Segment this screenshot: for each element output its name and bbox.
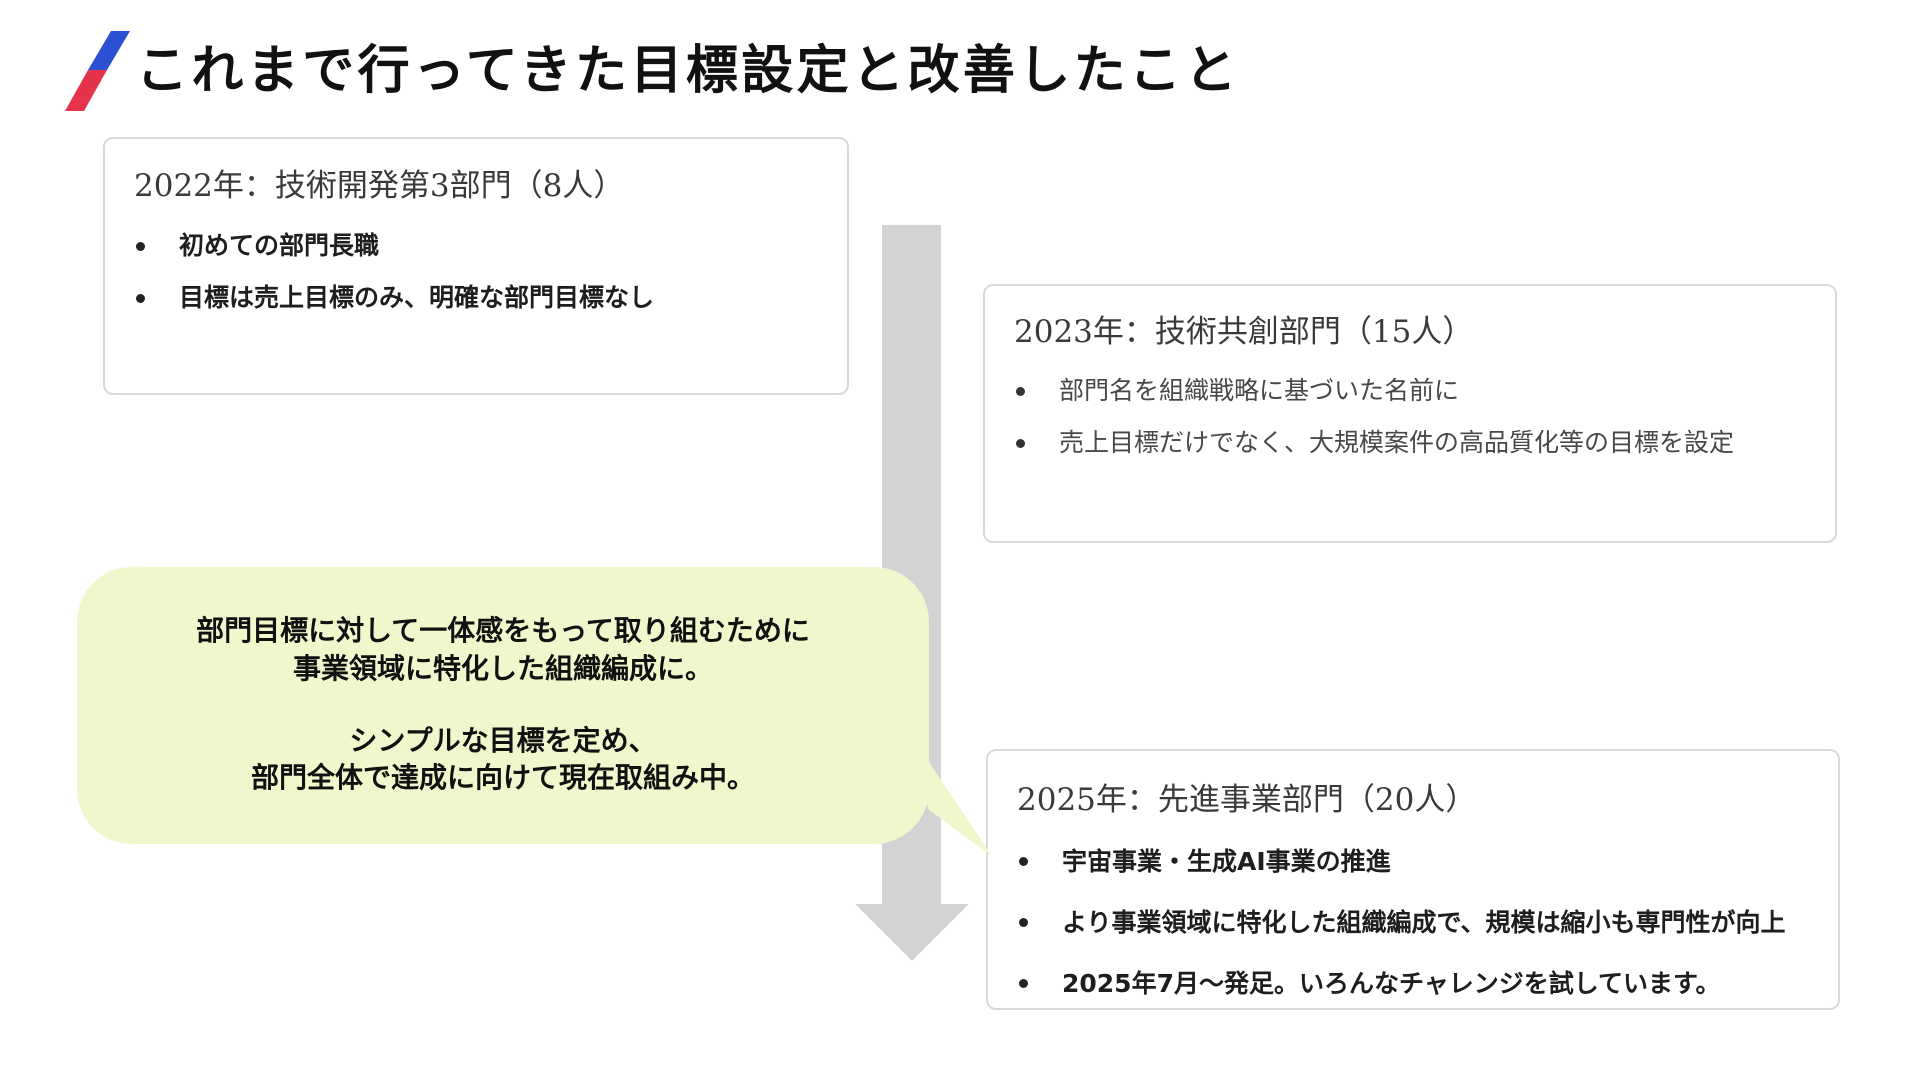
list-item-text: 売上目標だけでなく、大規模案件の高品質化等の目標を設定 [1059,428,1735,457]
logo-red-stripe [65,70,107,111]
bullet-marker [1019,979,1028,988]
callout-bubble: 部門目標に対して一体感をもって取り組むために 事業領域に特化した組織編成に。 シ… [77,567,929,844]
list-item: より事業領域に特化した組織編成で、規模は縮小も専門性が向上 [988,892,1838,953]
list-item: 売上目標だけでなく、大規模案件の高品質化等の目標を設定 [985,417,1835,469]
brand-slash-logo [65,31,130,111]
bullet-marker [1016,386,1025,396]
callout-paragraph: 部門目標に対して一体感をもって取り組むために 事業領域に特化した組織編成に。 [77,612,929,687]
list-item: 目標は売上目標のみ、明確な部門目標なし [105,272,847,324]
card-heading: 2022年：技術開発第3部門（8人） [134,168,625,204]
timeline-card-2022: 2022年：技術開発第3部門（8人） 初めての部門長職 目標は売上目標のみ、明確… [103,137,849,395]
callout-line: 部門全体で達成に向けて現在取組み中。 [250,761,755,794]
card-bullet-list: 部門名を組織戦略に基づいた名前に 売上目標だけでなく、大規模案件の高品質化等の目… [985,365,1835,469]
logo-blue-stripe [88,31,130,70]
bullet-marker [1019,918,1028,927]
card-heading: 2023年：技術共創部門（15人） [1014,314,1474,350]
callout-line: 部門目標に対して一体感をもって取り組むために [196,614,810,647]
list-item-text: 部門名を組織戦略に基づいた名前に [1059,376,1460,405]
arrow-head [855,904,969,961]
callout-paragraph: シンプルな目標を定め、 部門全体で達成に向けて現在取組み中。 [77,722,929,797]
bullet-marker [1019,857,1028,866]
card-heading: 2025年：先進事業部門（20人） [1017,782,1477,818]
callout-line: シンプルな目標を定め、 [349,723,657,757]
bullet-marker [1016,438,1025,448]
list-item-text: 目標は売上目標のみ、明確な部門目標なし [179,283,655,312]
list-item-text: 2025年7月～発足。いろんなチャレンジを試しています。 [1062,969,1721,998]
card-bullet-list: 初めての部門長職 目標は売上目標のみ、明確な部門目標なし [105,220,847,324]
timeline-card-2025: 2025年：先進事業部門（20人） 宇宙事業・生成AI事業の推進 より事業領域に… [986,749,1840,1010]
bullet-marker [136,293,145,303]
list-item: 2025年7月～発足。いろんなチャレンジを試しています。 [988,953,1838,1014]
list-item-text: 宇宙事業・生成AI事業の推進 [1062,847,1391,876]
page-title: これまで行ってきた目標設定と改善したこと [136,41,1240,101]
callout-line: 事業領域に特化した組織編成に。 [292,651,713,685]
card-bullet-list: 宇宙事業・生成AI事業の推進 より事業領域に特化した組織編成で、規模は縮小も専門… [988,831,1838,1014]
list-item-text: より事業領域に特化した組織編成で、規模は縮小も専門性が向上 [1062,908,1786,937]
list-item: 宇宙事業・生成AI事業の推進 [988,831,1838,892]
timeline-card-2023: 2023年：技術共創部門（15人） 部門名を組織戦略に基づいた名前に 売上目標だ… [983,284,1837,543]
list-item-text: 初めての部門長職 [179,231,380,260]
list-item: 部門名を組織戦略に基づいた名前に [985,365,1835,417]
list-item: 初めての部門長職 [105,220,847,272]
bullet-marker [136,241,145,251]
